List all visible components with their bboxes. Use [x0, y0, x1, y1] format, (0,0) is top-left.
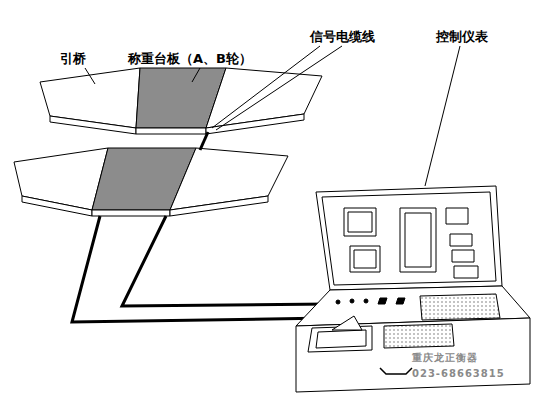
part-label: 信号电缆线	[310, 30, 375, 44]
signal-cable	[72, 132, 330, 322]
part-label: 控制仪表	[436, 30, 488, 44]
ramp-side	[50, 116, 136, 134]
control-instrument	[296, 186, 530, 392]
watermark: 重庆龙正衡器	[412, 352, 478, 363]
part-label: 引桥	[60, 52, 86, 66]
ramp-side	[170, 196, 268, 216]
leader-line	[85, 46, 460, 186]
watermark: 023-68663815	[412, 368, 505, 379]
ramp	[170, 148, 288, 210]
ramp-side	[22, 196, 92, 216]
plate-side	[92, 210, 170, 216]
part-label: 称重台板（A、B轮）	[128, 52, 252, 66]
ramp-side	[206, 114, 304, 134]
plate-side	[136, 128, 206, 134]
